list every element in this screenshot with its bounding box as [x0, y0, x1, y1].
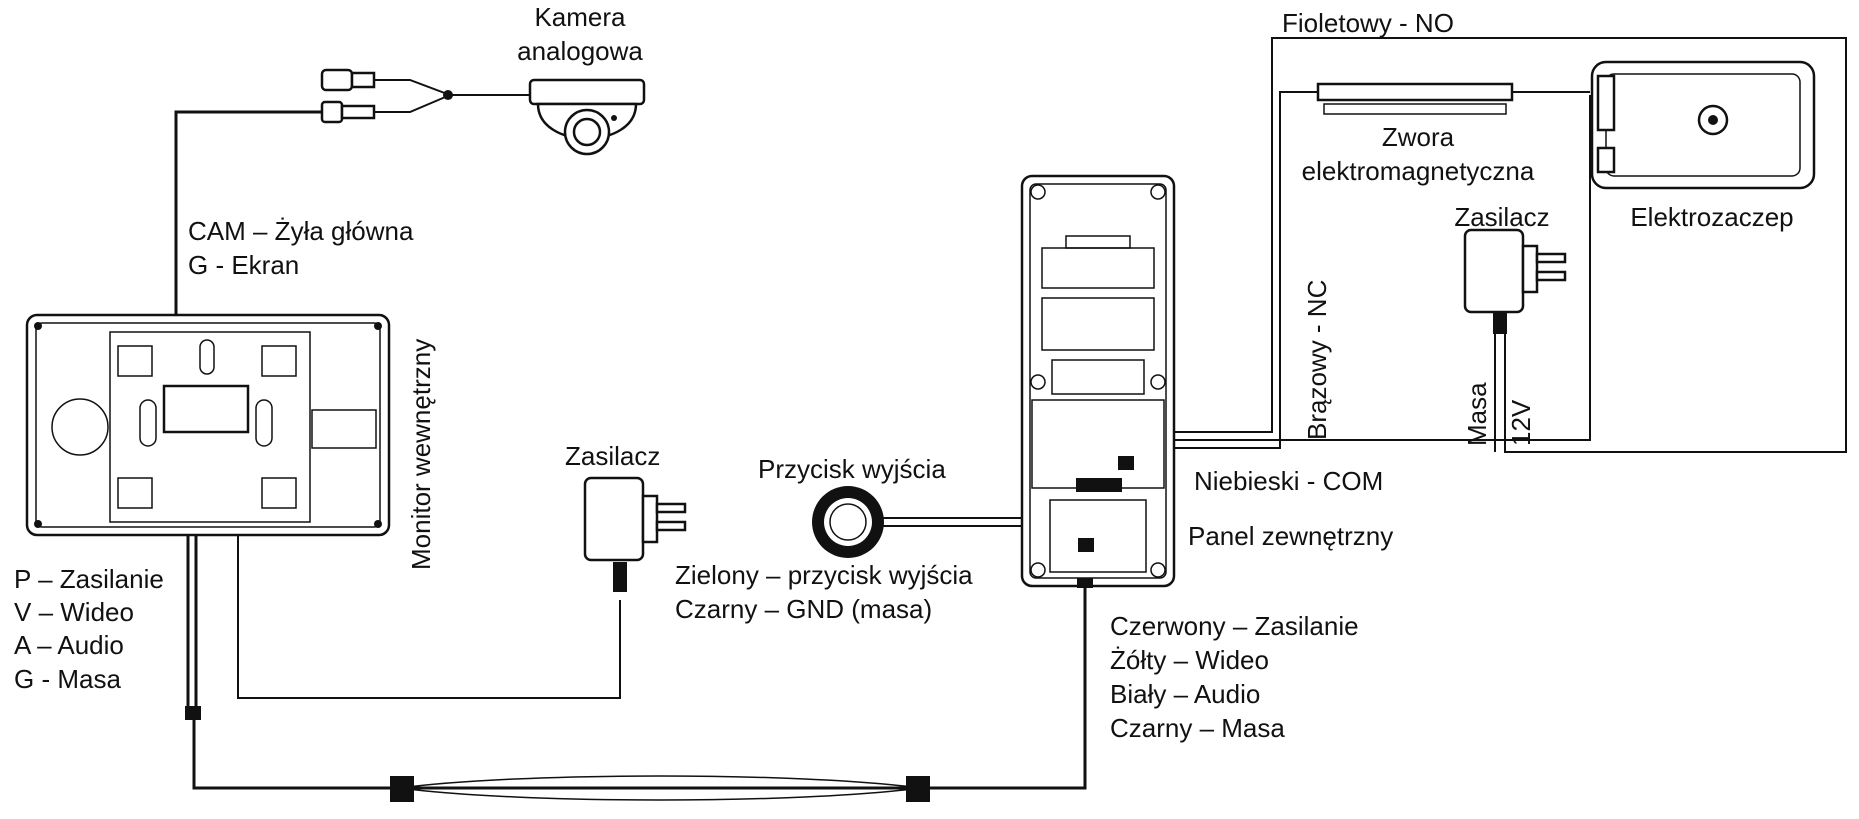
- monitor-g-label: G - Masa: [14, 664, 121, 694]
- com-label: Niebieski - COM: [1194, 466, 1383, 496]
- camera-connector-male: [320, 100, 344, 124]
- indoor-monitor: [25, 313, 391, 537]
- panel-black-label: Czarny – Masa: [1110, 713, 1285, 743]
- lock-psu-label: Zasilacz: [1454, 202, 1549, 232]
- exit-green-label: Zielony – przycisk wyjścia: [675, 560, 973, 590]
- volt-label: 12V: [1506, 399, 1536, 446]
- outdoor-panel: [1020, 174, 1176, 588]
- cam-core-label: CAM – Żyła główna: [188, 216, 414, 246]
- lock-psu-wire-12v: [1504, 330, 1846, 453]
- exit-black-label: Czarny – GND (masa): [675, 594, 932, 624]
- armature-label-line2: elektromagnetyczna: [1302, 156, 1535, 186]
- nc-label: Brązowy - NC: [1302, 280, 1332, 440]
- monitor-p-label: P – Zasilanie: [14, 564, 164, 594]
- lock-psu: [1463, 228, 1567, 334]
- camera-device: [320, 68, 646, 156]
- exit-button-device: [812, 486, 884, 558]
- exit-button-label: Przycisk wyjścia: [758, 454, 946, 484]
- monitor-label: Monitor wewnętrzny: [406, 339, 436, 570]
- no-label: Fioletowy - NO: [1282, 8, 1454, 38]
- monitor-psu-cable: [237, 390, 621, 699]
- camera-label-line2: analogowa: [517, 36, 643, 66]
- main-bundle: [192, 565, 1087, 790]
- monitor-a-label: A – Audio: [14, 630, 124, 660]
- electric-strike: [1590, 60, 1816, 190]
- monitor-v-label: V – Wideo: [14, 597, 134, 627]
- cam-shield-label: G - Ekran: [188, 250, 299, 280]
- ground-label: Masa: [1462, 382, 1492, 446]
- monitor-psu-label: Zasilacz: [565, 441, 660, 471]
- panel-yellow-label: Żółty – Wideo: [1110, 645, 1269, 675]
- camera-connector-female: [320, 68, 354, 92]
- monitor-psu: [583, 476, 687, 592]
- panel-label: Panel zewnętrzny: [1188, 521, 1393, 551]
- strike-label: Elektrozaczep: [1630, 202, 1793, 232]
- monitor-speaker: [51, 398, 109, 456]
- panel-white-label: Biały – Audio: [1110, 679, 1260, 709]
- camera-cable-split: [372, 79, 530, 113]
- camera-label-line1: Kamera: [534, 2, 626, 32]
- panel-red-label: Czerwony – Zasilanie: [1110, 611, 1359, 641]
- electromagnetic-armature: [1316, 82, 1514, 115]
- camera-cable: [174, 110, 342, 390]
- armature-label-line1: Zwora: [1382, 122, 1455, 152]
